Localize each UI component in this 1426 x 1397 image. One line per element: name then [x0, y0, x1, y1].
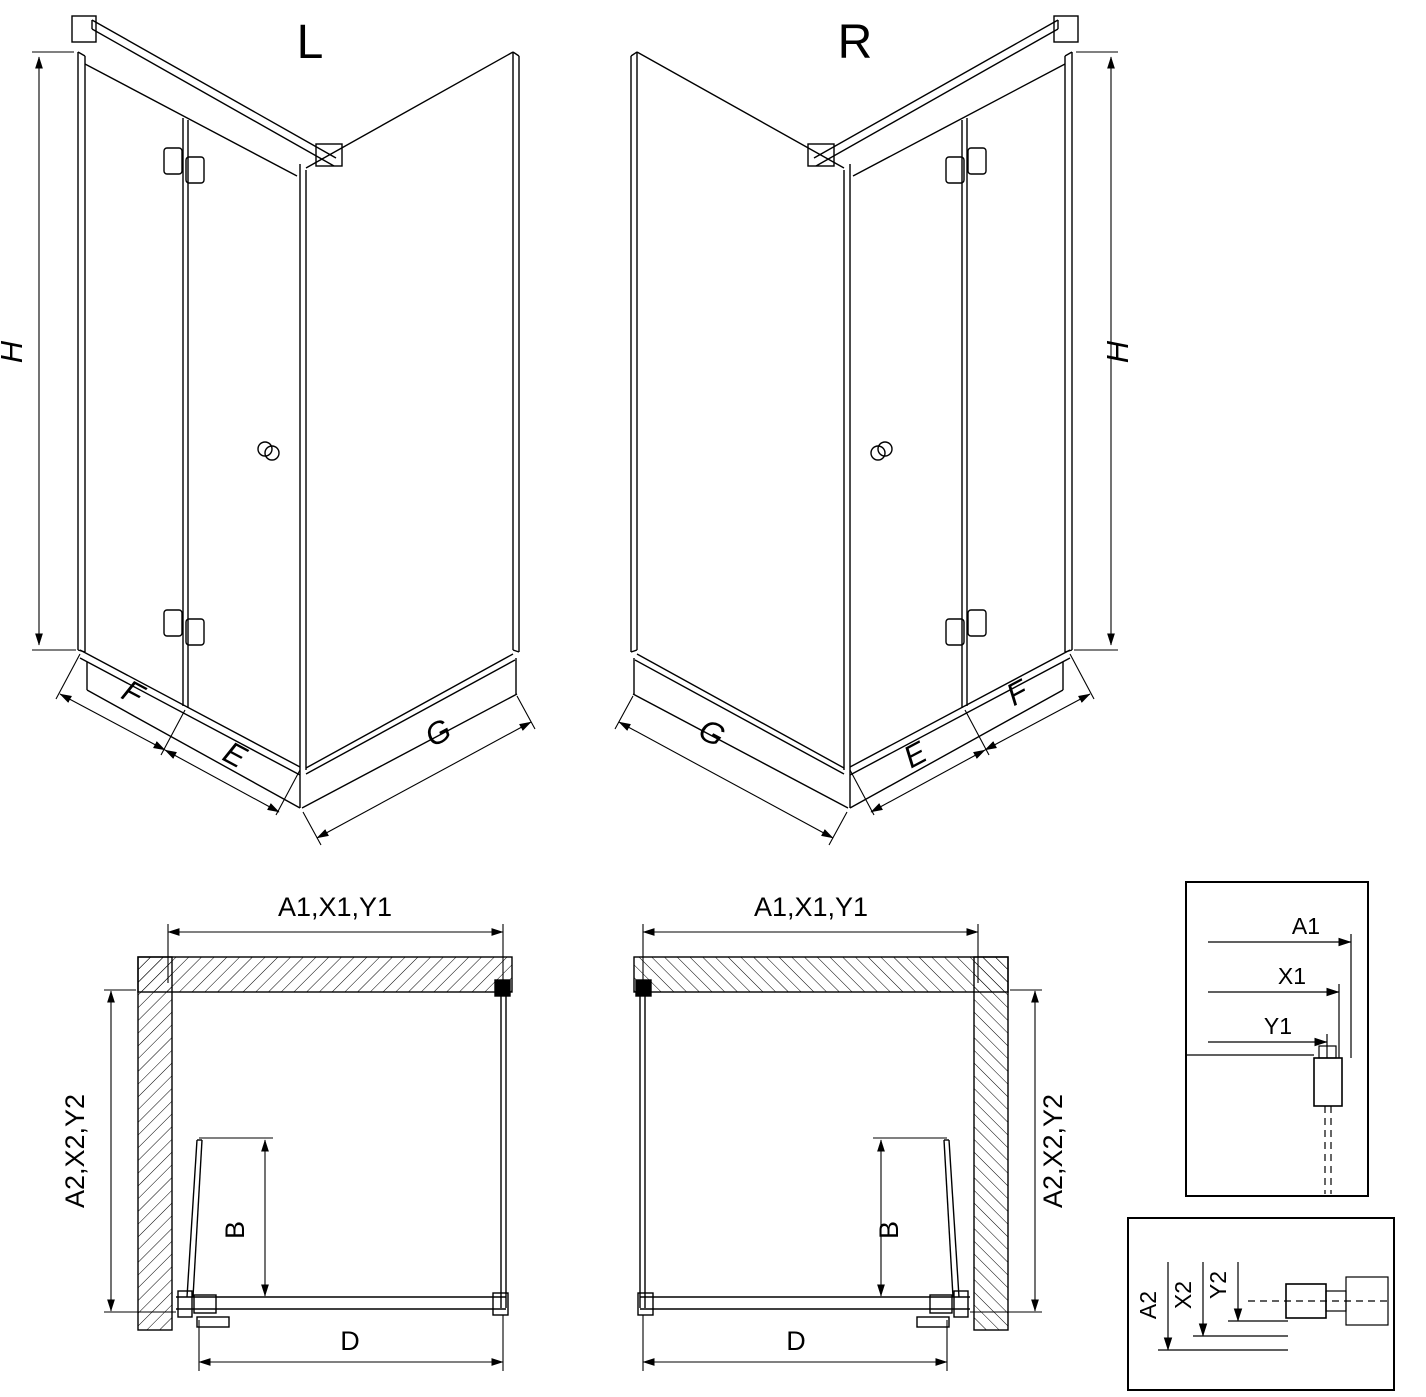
dim-label-height-right: H	[1100, 340, 1135, 363]
plan-left-side-dim: A2,X2,Y2	[60, 1094, 90, 1208]
perspective-view-left: L H F E G	[0, 15, 535, 845]
plan-view-left: A1,X1,Y1 A2,X2,Y2 B D	[60, 892, 513, 1371]
dim-label-e-left: E	[218, 734, 253, 775]
perspective-view-right: R H F E G	[615, 15, 1135, 845]
dim-label-e-right: E	[898, 734, 933, 775]
detail-view-bottom-right: A2 X2 Y2	[1127, 1217, 1395, 1391]
plan-right-width-dim: D	[786, 1326, 806, 1356]
dim-label-g-left: G	[419, 712, 457, 754]
detail-y2-label: Y2	[1205, 1271, 1231, 1299]
dim-label-height-left: H	[0, 340, 29, 363]
detail-a1-label: A1	[1292, 913, 1320, 939]
detail-x2-label: X2	[1170, 1281, 1196, 1309]
detail-a2-label: A2	[1135, 1291, 1161, 1319]
plan-left-width-dim: D	[340, 1326, 360, 1356]
detail-y1-label: Y1	[1264, 1013, 1292, 1039]
detail-x1-label: X1	[1278, 963, 1306, 989]
plan-left-door-dim: B	[220, 1221, 250, 1239]
view-label-left: L	[297, 16, 324, 69]
plan-right-door-dim: B	[874, 1221, 904, 1239]
view-label-right: R	[838, 16, 873, 69]
plan-view-right: A1,X1,Y1 A2,X2,Y2 B D	[633, 892, 1068, 1371]
plan-right-side-dim: A2,X2,Y2	[1038, 1094, 1068, 1208]
dim-label-f-right: F	[1000, 672, 1035, 713]
dim-label-g-right: G	[693, 712, 731, 754]
plan-left-top-dim: A1,X1,Y1	[278, 892, 392, 922]
detail-view-top-right: A1 X1 Y1	[1185, 881, 1369, 1197]
plan-right-top-dim: A1,X1,Y1	[754, 892, 868, 922]
